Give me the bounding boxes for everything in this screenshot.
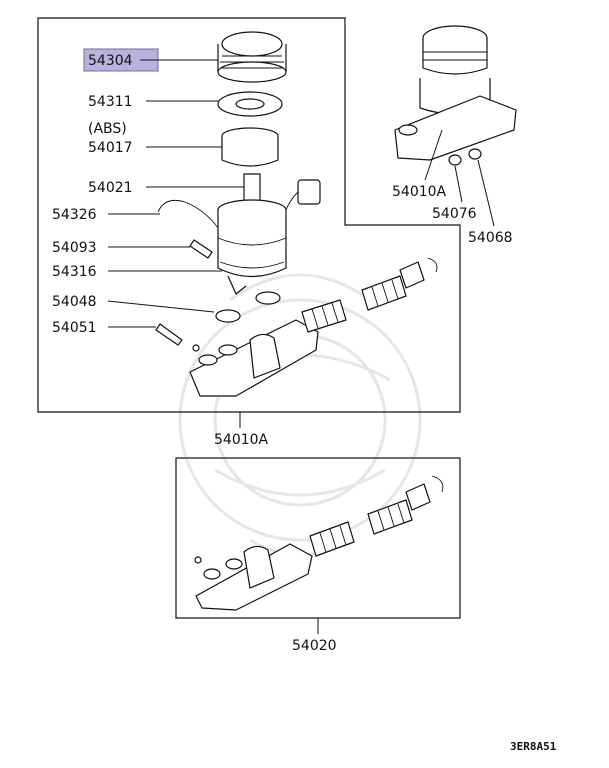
label-54051[interactable]: 54051 xyxy=(52,320,97,336)
label-54326[interactable]: 54326 xyxy=(52,207,97,223)
master-cylinder-lower xyxy=(194,475,444,611)
mounting-bolt xyxy=(189,239,213,259)
label-54021[interactable]: 54021 xyxy=(88,180,133,196)
piston-kit-main xyxy=(301,257,438,333)
reservoir-tank xyxy=(217,179,321,295)
label-54068[interactable]: 54068 xyxy=(468,230,513,246)
float xyxy=(243,173,261,203)
label-54304[interactable]: 54304 xyxy=(88,53,133,69)
bleeder-screw xyxy=(155,323,200,352)
assembly-frame-main xyxy=(37,17,461,413)
label-54316[interactable]: 54316 xyxy=(52,264,97,280)
label-54093[interactable]: 54093 xyxy=(52,240,97,256)
label-54010a-main[interactable]: 54010A xyxy=(214,432,269,448)
strainer xyxy=(221,127,279,167)
master-cylinder-body xyxy=(189,319,319,397)
master-cylinder-assembly-view xyxy=(394,25,517,166)
label-54311[interactable]: 54311 xyxy=(88,94,133,110)
diaphragm xyxy=(217,91,283,117)
diagram-code: 3ER8A51 xyxy=(510,740,557,753)
grommet xyxy=(215,291,281,323)
label-54017[interactable]: 54017 xyxy=(88,140,133,156)
reservoir-cap xyxy=(217,31,287,83)
label-54020[interactable]: 54020 xyxy=(292,638,337,654)
label-54010a-top[interactable]: 54010A xyxy=(392,184,447,200)
reservoir-hose xyxy=(157,199,219,229)
label-54048[interactable]: 54048 xyxy=(52,294,97,310)
label-54076[interactable]: 54076 xyxy=(432,206,477,222)
label-abs-note: (ABS) xyxy=(88,121,127,137)
